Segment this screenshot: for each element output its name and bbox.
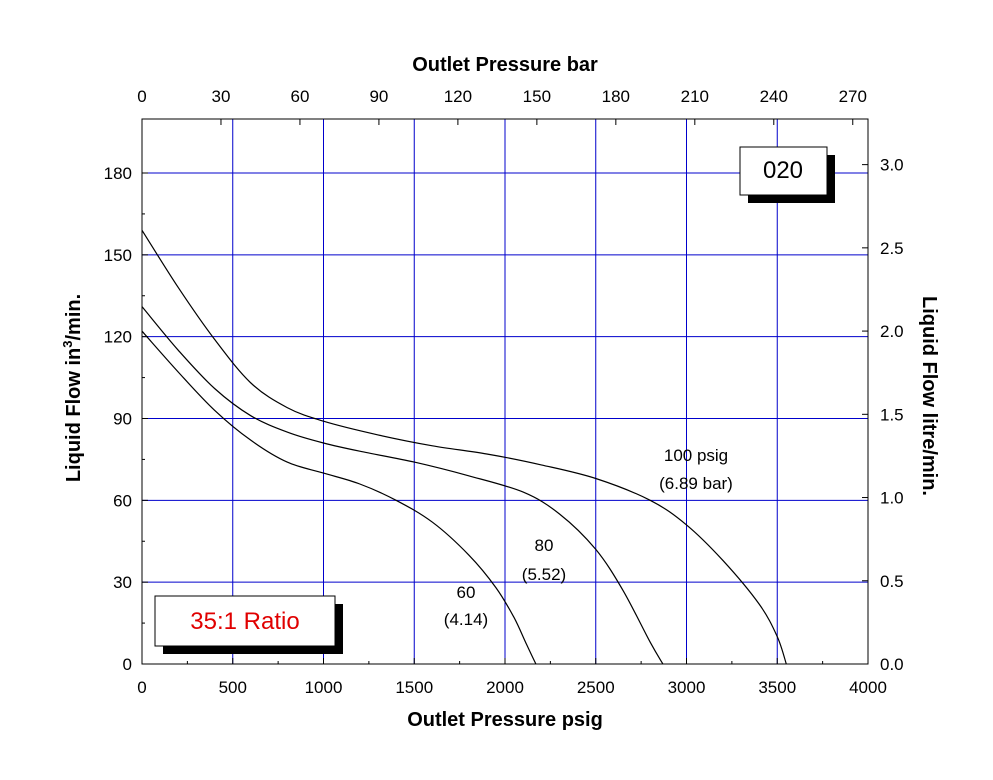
flow-curve-60 (141, 330, 537, 665)
x-axis-title-top: Outlet Pressure bar (412, 54, 598, 76)
tick-label-y-0: 0 (123, 655, 132, 674)
tick-label-x-0: 0 (137, 678, 146, 697)
tick-label-top-150: 150 (523, 87, 551, 106)
y-axis-title-left: Liquid Flow in3/min. (60, 294, 85, 482)
model-label: 020 (763, 157, 803, 184)
curve-label-60-bar: (4.14) (444, 610, 488, 629)
tick-label-right-0.0: 0.0 (880, 655, 904, 674)
curve-label-100: 100 psig (664, 446, 728, 465)
tick-label-x-500: 500 (219, 678, 247, 697)
tick-label-top-210: 210 (681, 87, 709, 106)
tick-label-x-3000: 3000 (668, 678, 706, 697)
tick-label-x-1000: 1000 (305, 678, 343, 697)
tick-label-y-150: 150 (104, 246, 132, 265)
tick-label-top-60: 60 (290, 87, 309, 106)
model-box: 020 (739, 146, 835, 203)
curve-label-80-bar: (5.52) (522, 565, 566, 584)
curve-label-80: 80 (535, 536, 554, 555)
tick-label-x-2500: 2500 (577, 678, 615, 697)
tick-label-top-240: 240 (760, 87, 788, 106)
flow-curve-80 (141, 306, 664, 665)
tick-label-right-1.0: 1.0 (880, 489, 904, 508)
tick-label-top-30: 30 (212, 87, 231, 106)
tick-label-top-270: 270 (839, 87, 867, 106)
flow-curve-100-psig (141, 229, 787, 665)
tick-label-right-3.0: 3.0 (880, 156, 904, 175)
curve-label-60: 60 (457, 583, 476, 602)
x-axis-title-bottom: Outlet Pressure psig (407, 709, 603, 731)
y-axis-title-right: Liquid Flow litre/min. (918, 296, 940, 496)
tick-label-x-4000: 4000 (849, 678, 887, 697)
tick-label-y-60: 60 (113, 491, 132, 510)
ratio-label: 35:1 Ratio (190, 608, 299, 635)
tick-label-top-120: 120 (444, 87, 472, 106)
tick-label-top-0: 0 (137, 87, 146, 106)
tick-label-right-2.5: 2.5 (880, 239, 904, 258)
ratio-box: 35:1 Ratio (154, 595, 343, 654)
tick-label-x-3500: 3500 (758, 678, 796, 697)
tick-label-top-90: 90 (369, 87, 388, 106)
tick-label-x-1500: 1500 (395, 678, 433, 697)
tick-label-top-180: 180 (602, 87, 630, 106)
tick-label-y-30: 30 (113, 573, 132, 592)
tick-label-y-90: 90 (113, 410, 132, 429)
tick-label-y-120: 120 (104, 328, 132, 347)
flow-curves (141, 229, 787, 665)
tick-label-y-180: 180 (104, 164, 132, 183)
tick-label-right-1.5: 1.5 (880, 405, 904, 424)
tick-label-right-2.0: 2.0 (880, 322, 904, 341)
tick-label-x-2000: 2000 (486, 678, 524, 697)
tick-label-right-0.5: 0.5 (880, 572, 904, 591)
curve-label-100-bar: (6.89 bar) (659, 474, 733, 493)
